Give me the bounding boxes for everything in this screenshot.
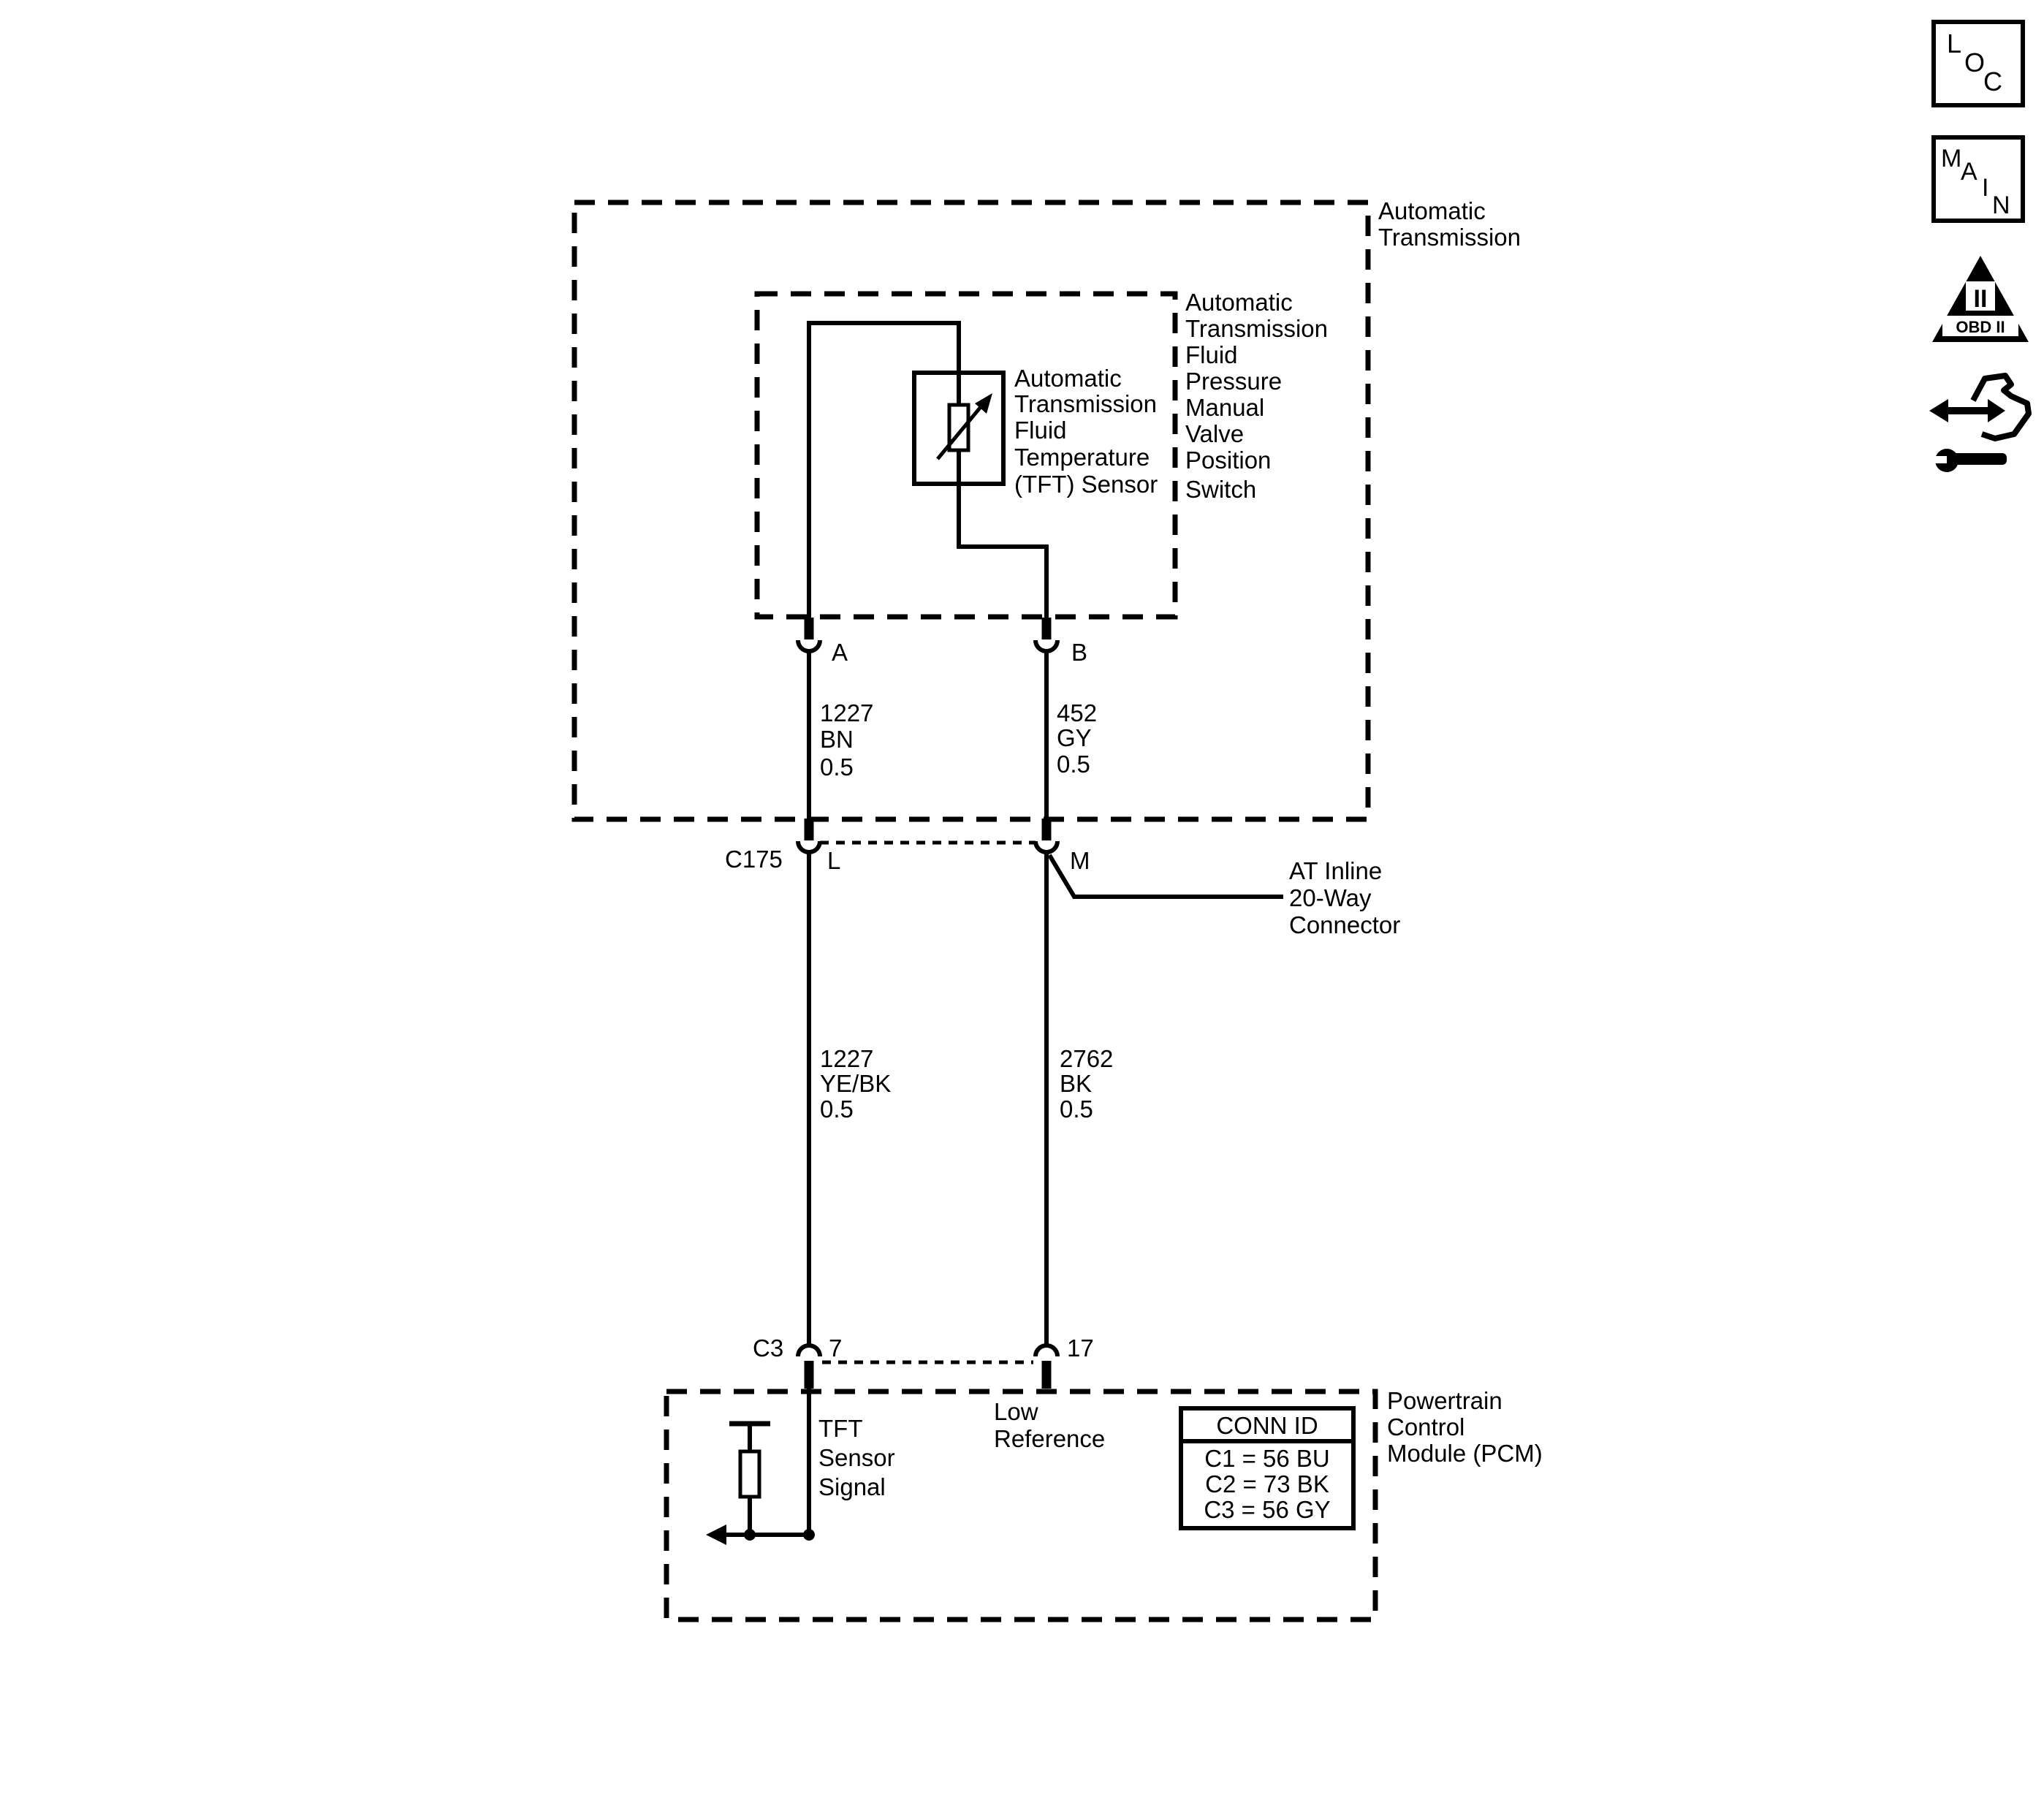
pressure-switch-boundary	[754, 291, 1178, 620]
double-arrow-left-head	[1929, 399, 1948, 422]
pullup-resistor-icon	[738, 1449, 761, 1499]
internal-wire-b	[957, 450, 1049, 618]
loc-button[interactable]: L O C	[1931, 20, 2025, 107]
obd-ii-button[interactable]: II OBD II	[1932, 256, 2029, 342]
conn-id-row: C2 = 73 BK	[1205, 1470, 1329, 1497]
tft-sensor-label: Automatic Transmission Fluid Temperature…	[1014, 365, 1163, 498]
wire-label-2762-bk: 2762 BK 0.5	[1060, 1045, 1120, 1123]
connector-a	[796, 618, 822, 653]
conn-id-header: CONN ID	[1216, 1412, 1318, 1439]
connector-c3-17	[1033, 1343, 1060, 1389]
low-reference-label: Low Reference	[994, 1398, 1105, 1452]
svg-text:L: L	[1947, 29, 1961, 58]
connector-c175-l	[796, 819, 822, 854]
diagnostic-tool-button[interactable]	[1929, 373, 2032, 472]
signal-input-arrow	[706, 1525, 726, 1545]
conn-id-table: CONN ID C1 = 56 BU C2 = 73 BK C3 = 56 GY	[1179, 1406, 1356, 1530]
junction-dot	[803, 1529, 815, 1541]
pin-17-label: 17	[1067, 1334, 1094, 1362]
wire-label-1227-bn: 1227 BN 0.5	[820, 699, 881, 781]
automatic-transmission-label: Automatic Transmission	[1378, 197, 1521, 251]
pin-a-label: A	[832, 639, 848, 666]
connector-c3-7	[796, 1343, 822, 1389]
c3-label: C3	[753, 1334, 783, 1362]
pressure-switch-label: Automatic Transmission Fluid Pressure Ma…	[1185, 289, 1334, 503]
tft-sensor-signal-label: TFT Sensor Signal	[818, 1415, 902, 1500]
pcm-label: Powertrain Control Module (PCM)	[1387, 1387, 1543, 1467]
wire-label-452-gy: 452 GY 0.5	[1057, 699, 1103, 778]
pin-l-label: L	[827, 847, 840, 874]
svg-text:N: N	[1992, 191, 2010, 219]
pin-m-label: M	[1070, 847, 1090, 874]
conn-id-row: C3 = 56 GY	[1204, 1496, 1330, 1523]
svg-text:A: A	[1961, 158, 1977, 186]
connector-b	[1033, 618, 1060, 653]
pcm-pullup-circuit	[706, 1389, 815, 1545]
hand-tool-icon	[1970, 373, 2032, 441]
pin-b-label: B	[1071, 639, 1087, 666]
pin-7-label: 7	[829, 1334, 842, 1362]
internal-wire-a	[807, 321, 961, 618]
svg-text:II: II	[1974, 285, 1988, 313]
main-button[interactable]: M A I N	[1931, 135, 2025, 223]
inline-connector-label: AT Inline 20-Way Connector	[1289, 857, 1400, 938]
svg-text:M: M	[1941, 145, 1961, 172]
svg-text:O: O	[1964, 48, 1985, 77]
inline-connector-leader	[1047, 854, 1283, 899]
conn-id-row: C1 = 56 BU	[1204, 1445, 1330, 1472]
wrench-handle	[1950, 453, 2007, 465]
svg-text:I: I	[1982, 174, 1988, 202]
svg-text:C: C	[1983, 67, 2002, 96]
thermistor-arrow-shaft	[936, 402, 985, 460]
wire-label-1227-ye-bk: 1227 YE/BK 0.5	[820, 1045, 897, 1123]
pcm-boundary	[664, 1389, 1378, 1622]
thermistor-arrowhead	[975, 393, 992, 414]
double-arrow-right-head	[1988, 399, 2005, 422]
svg-text:OBD II: OBD II	[1956, 318, 2005, 336]
connector-c175-m	[1033, 819, 1060, 854]
c175-label: C175	[725, 846, 783, 873]
